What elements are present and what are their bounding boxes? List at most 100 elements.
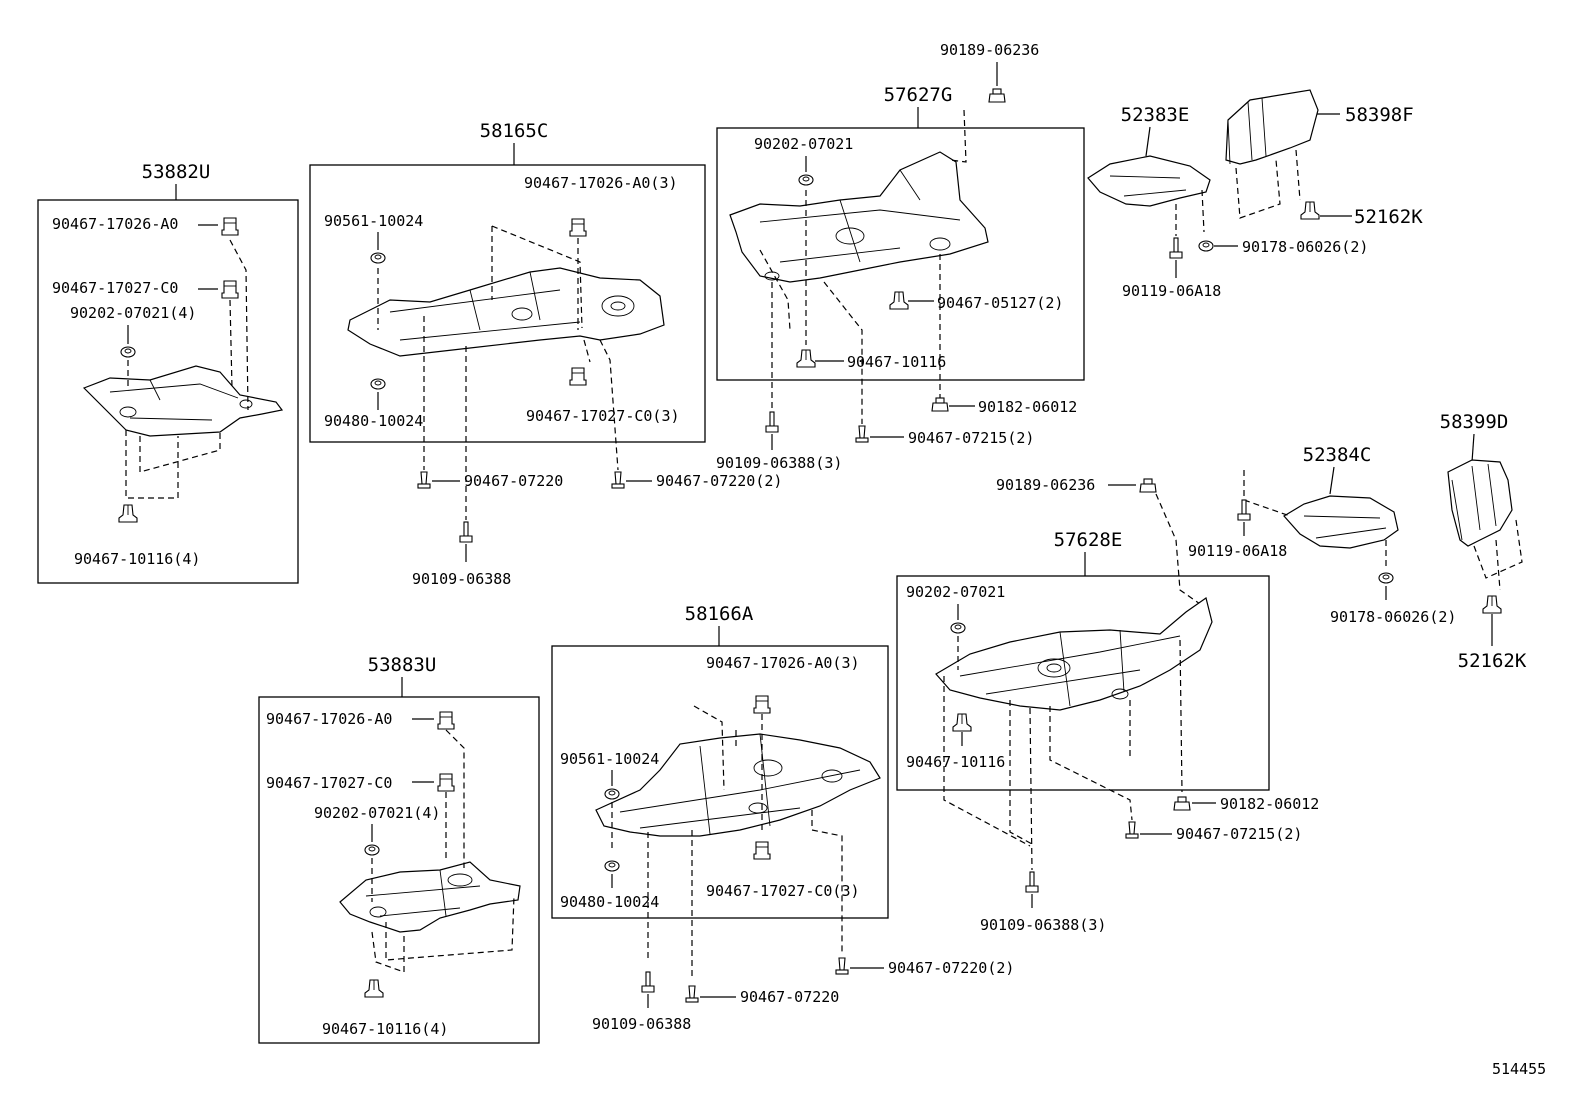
screw-icon xyxy=(1125,821,1139,839)
part-label: 90109-06388 xyxy=(412,570,511,588)
nut-icon xyxy=(1139,478,1157,493)
bolt-icon xyxy=(459,521,473,543)
group-53883U: 53883U 90467-17026-A0 90467-17027-C0 902… xyxy=(258,654,540,1044)
group-57628E: 90189-06236 57628E 90202-07021 90467-101… xyxy=(896,476,1319,934)
washer-icon xyxy=(604,788,620,800)
part-label: 90467-17027-C0(3) xyxy=(706,882,860,900)
assembly-label: 58398F xyxy=(1345,104,1414,126)
side-cover-part xyxy=(1225,89,1319,165)
assembly-label: 58165C xyxy=(480,120,549,142)
screw-icon xyxy=(417,471,431,489)
washer-icon xyxy=(604,860,620,872)
group-58166A: 58166A 90467-17026-A0(3) 90561-10024 904… xyxy=(551,603,1014,1033)
washer-icon xyxy=(364,844,380,856)
clip-icon xyxy=(118,504,138,523)
engine-under-cover-part xyxy=(339,861,521,933)
part-label: 90467-07215(2) xyxy=(1176,825,1302,843)
part-label: 90202-07021(4) xyxy=(314,804,440,822)
group-58398F: 58398F 52162K xyxy=(1225,89,1423,228)
part-label: 90178-06026(2) xyxy=(1330,608,1456,626)
part-label: 90109-06388(3) xyxy=(716,454,842,472)
part-label: 90109-06388(3) xyxy=(980,916,1106,934)
part-label: 90467-17027-C0 xyxy=(266,774,392,792)
group-52383E: 52383E 90119-06A18 90178-06026(2) xyxy=(1087,104,1368,300)
nut-icon xyxy=(988,88,1006,103)
fender-liner-part xyxy=(1283,495,1399,549)
assembly-label: 53883U xyxy=(368,654,437,676)
part-label: 90467-17026-A0(3) xyxy=(706,654,860,672)
part-label: 90480-10024 xyxy=(560,893,659,911)
grommet-icon xyxy=(753,841,771,860)
clip-icon xyxy=(796,349,816,368)
grommet-icon xyxy=(221,217,239,236)
clip-icon xyxy=(952,713,972,732)
part-label: 90467-17027-C0 xyxy=(52,279,178,297)
bolt-icon xyxy=(765,411,779,433)
assembly-label: 58166A xyxy=(685,603,754,625)
assembly-label: 52383E xyxy=(1121,104,1190,126)
part-label: 90561-10024 xyxy=(560,750,659,768)
assembly-label: 57628E xyxy=(1054,529,1123,551)
screw-icon xyxy=(855,425,869,443)
part-label: 90467-07220 xyxy=(740,988,839,1006)
part-label: 90467-07215(2) xyxy=(908,429,1034,447)
part-label: 90561-10024 xyxy=(324,212,423,230)
side-cover-part xyxy=(1447,459,1513,547)
washer-icon xyxy=(1378,572,1394,584)
washer-icon xyxy=(370,252,386,264)
assembly-frame xyxy=(716,127,1085,381)
part-label: 52162K xyxy=(1354,206,1423,228)
assembly-label: 58399D xyxy=(1440,411,1509,433)
assembly-frame xyxy=(309,164,706,443)
engine-under-cover-part xyxy=(595,733,881,837)
part-label: 90467-07220 xyxy=(464,472,563,490)
engine-under-cover-part xyxy=(935,597,1213,711)
assembly-label: 57627G xyxy=(884,84,953,106)
diagram-id: 514455 xyxy=(1492,1060,1546,1078)
washer-icon xyxy=(950,622,966,634)
part-label: 90202-07021(4) xyxy=(70,304,196,322)
group-57627G: 90189-06236 57627G 90202-07021 90467-051… xyxy=(716,41,1085,472)
part-label: 90189-06236 xyxy=(996,476,1095,494)
part-label: 90467-10116(4) xyxy=(74,550,200,568)
clip-icon xyxy=(364,979,384,998)
part-label: 90467-10116(4) xyxy=(322,1020,448,1038)
nut-icon xyxy=(1173,796,1191,811)
screw-icon xyxy=(835,957,849,975)
part-label: 90467-17026-A0 xyxy=(52,215,178,233)
washer-icon xyxy=(798,174,814,186)
screw-icon xyxy=(685,985,699,1003)
grommet-icon xyxy=(437,773,455,792)
clip-icon xyxy=(1300,201,1320,220)
bolt-icon xyxy=(1025,871,1039,893)
grommet-icon xyxy=(569,218,587,237)
part-label: 90119-06A18 xyxy=(1188,542,1287,560)
washer-icon xyxy=(1198,240,1214,252)
part-label: 90202-07021 xyxy=(906,583,1005,601)
part-label: 90467-17027-C0(3) xyxy=(526,407,680,425)
part-label: 90467-17026-A0(3) xyxy=(524,174,678,192)
assembly-frame xyxy=(37,199,299,584)
part-label: 90182-06012 xyxy=(1220,795,1319,813)
bolt-icon xyxy=(1169,237,1183,259)
engine-under-cover-part xyxy=(729,151,989,283)
part-label: 90178-06026(2) xyxy=(1242,238,1368,256)
group-52384C: 52384C 90119-06A18 90178-06026(2) xyxy=(1188,444,1456,626)
part-label: 90480-10024 xyxy=(324,412,423,430)
bolt-icon xyxy=(641,971,655,993)
part-label: 90467-07220(2) xyxy=(888,959,1014,977)
part-label: 90109-06388 xyxy=(592,1015,691,1033)
grommet-icon xyxy=(569,367,587,386)
assembly-frame xyxy=(551,645,889,919)
part-label: 90189-06236 xyxy=(940,41,1039,59)
clip-icon xyxy=(1482,595,1502,614)
part-label: 90182-06012 xyxy=(978,398,1077,416)
part-label: 90467-10116 xyxy=(847,353,946,371)
grommet-icon xyxy=(437,711,455,730)
group-58399D: 58399D 52162K xyxy=(1440,411,1527,672)
assembly-label: 52384C xyxy=(1303,444,1372,466)
assembly-label: 53882U xyxy=(142,161,211,183)
engine-under-cover-part xyxy=(347,267,665,357)
group-53882U: 53882U 90467-17026-A0 90467-17027-C0 902… xyxy=(37,161,299,584)
